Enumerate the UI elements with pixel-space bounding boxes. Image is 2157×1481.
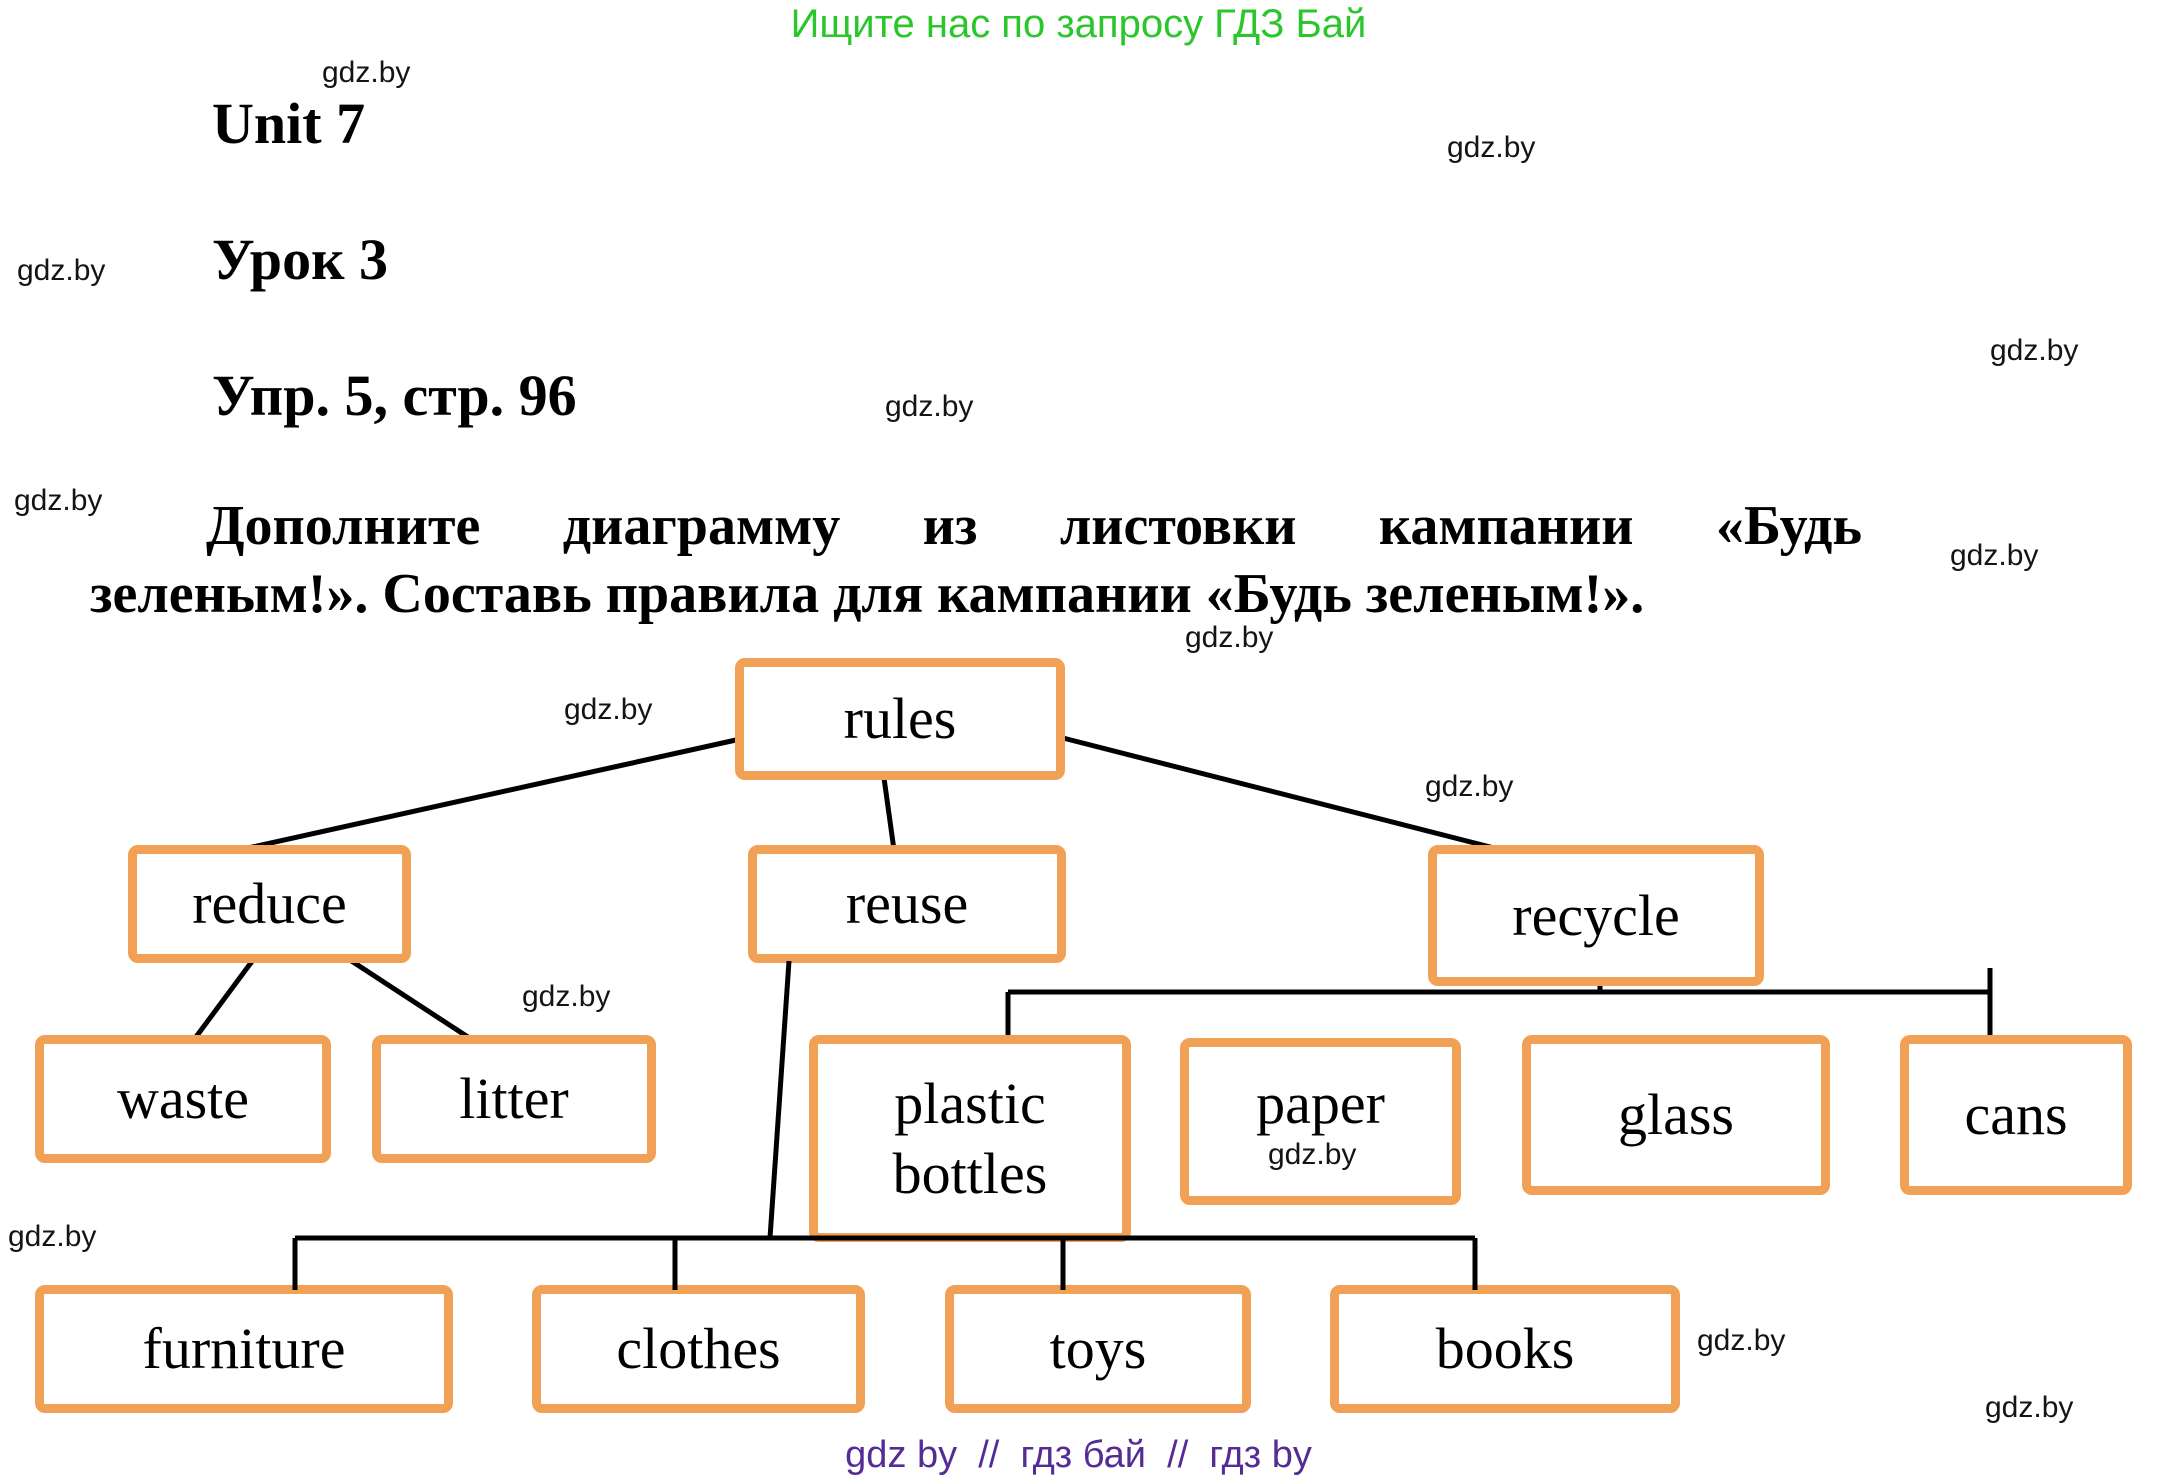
gdz-watermark: gdz.by <box>1697 1324 1786 1357</box>
gdz-watermark: gdz.by <box>1185 621 1274 654</box>
node-label: plastic bottles <box>892 1070 1048 1206</box>
node-paper: paper <box>1180 1038 1461 1205</box>
gdz-watermark: gdz.by <box>322 56 411 89</box>
connector-reduce-litter <box>348 957 476 1044</box>
lesson-title: Урок 3 <box>212 227 388 292</box>
gdz-watermark: gdz.by <box>8 1220 97 1253</box>
connector-rules-reuse <box>881 777 897 851</box>
gdz-watermark: gdz.by <box>1425 770 1514 803</box>
gdz-watermark: gdz.by <box>1447 131 1536 164</box>
gdz-watermark: gdz.by <box>522 980 611 1013</box>
gdz-watermark: gdz.by <box>1990 334 2079 367</box>
connector-rules-reduce <box>238 737 737 853</box>
node-label: litter <box>459 1066 569 1132</box>
node-label: cans <box>1964 1082 2068 1148</box>
node-reuse: reuse <box>748 845 1066 963</box>
exercise-title: Упр. 5, стр. 96 <box>212 363 577 428</box>
node-reduce: reduce <box>128 845 411 963</box>
task-text: Дополните диаграмму из листовки кампании… <box>90 492 1862 628</box>
node-label: clothes <box>616 1316 781 1382</box>
node-furniture: furniture <box>35 1285 453 1413</box>
node-label: recycle <box>1512 882 1680 948</box>
footer-search-terms: gdz by // гдз бай // гдз by <box>845 1434 1312 1476</box>
task-text-line: Дополните диаграмму из листовки кампании… <box>206 495 1862 557</box>
node-label: rules <box>843 686 957 752</box>
node-label: reduce <box>192 871 347 937</box>
site-notice-text: Ищите нас по запросу ГДЗ Бай <box>790 2 1367 46</box>
node-waste: waste <box>35 1035 331 1163</box>
node-recycle: recycle <box>1428 845 1764 986</box>
gdz-watermark: gdz.by <box>1268 1138 1357 1171</box>
connector-reuse-down <box>767 960 792 1239</box>
node-label: reuse <box>845 871 969 937</box>
node-toys: toys <box>945 1285 1251 1413</box>
node-plastic-bottles: plastic bottles <box>809 1035 1131 1242</box>
node-label: toys <box>1049 1316 1147 1382</box>
gdz-watermark: gdz.by <box>885 390 974 423</box>
node-books: books <box>1330 1285 1680 1413</box>
node-rules: rules <box>735 658 1065 780</box>
node-label: glass <box>1618 1082 1734 1148</box>
connector-reduce-waste <box>187 958 256 1047</box>
task-text-line: зеленым!». Составь правила для кампании … <box>90 563 1645 625</box>
node-label: books <box>1435 1316 1575 1382</box>
gdz-watermark: gdz.by <box>1985 1391 2074 1424</box>
gdz-watermark: gdz.by <box>14 484 103 517</box>
node-glass: glass <box>1522 1035 1830 1195</box>
gdz-watermark: gdz.by <box>564 693 653 726</box>
node-litter: litter <box>372 1035 656 1163</box>
node-clothes: clothes <box>532 1285 865 1413</box>
gdz-watermark: gdz.by <box>17 254 106 287</box>
node-label: paper <box>1256 1071 1385 1136</box>
node-cans: cans <box>1900 1035 2132 1195</box>
unit-title: Unit 7 <box>212 91 366 156</box>
connector-rules-recycle <box>1062 735 1503 853</box>
node-label: furniture <box>142 1316 346 1382</box>
gdz-watermark: gdz.by <box>1950 539 2039 572</box>
node-label: waste <box>116 1066 250 1132</box>
